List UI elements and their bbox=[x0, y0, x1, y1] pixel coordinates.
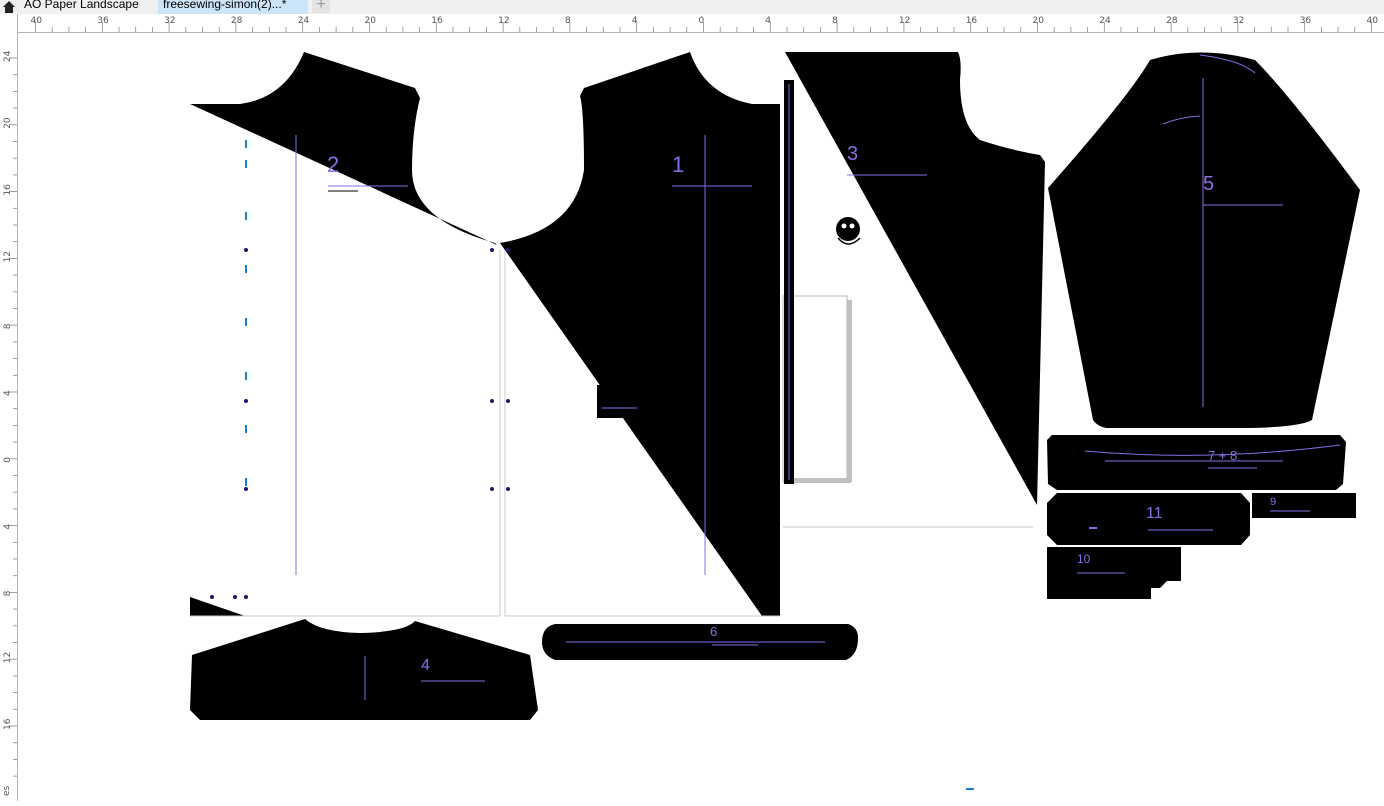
piece-3-back[interactable]: 3 bbox=[783, 52, 1045, 528]
document-tab-bar: AO Paper Landscape freesewing-simon(2)..… bbox=[0, 0, 1384, 14]
vertical-ruler-label: 12 bbox=[3, 652, 13, 663]
piece-9-sleeve-placket[interactable]: 9 bbox=[1252, 493, 1356, 518]
vertical-ruler-label: 16 bbox=[3, 718, 13, 730]
horizontal-ruler-label: 4 bbox=[765, 16, 771, 26]
vertical-ruler-label: 4 bbox=[3, 524, 13, 530]
piece-4-yoke[interactable]: 4 bbox=[190, 619, 538, 720]
horizontal-ruler-label: 24 bbox=[1099, 16, 1111, 26]
buttonhole-markers bbox=[210, 140, 510, 599]
drawing-canvas[interactable]: 2 1 bbox=[18, 32, 1384, 801]
horizontal-ruler-label: 28 bbox=[231, 16, 243, 26]
placket-strip[interactable] bbox=[784, 80, 794, 484]
horizontal-ruler-label: 20 bbox=[1033, 16, 1045, 26]
vertical-ruler-label: 20 bbox=[3, 117, 13, 129]
piece-10-sleeve-placket-underlap[interactable]: 10 bbox=[1047, 547, 1181, 599]
piece-10-label: 10 bbox=[1077, 552, 1091, 566]
tab-label: AO Paper Landscape bbox=[24, 0, 139, 11]
piece-11-label: 11 bbox=[1146, 505, 1163, 522]
piece-5-sleeve[interactable]: 5 bbox=[1048, 52, 1360, 429]
horizontal-ruler-label: 4 bbox=[632, 16, 638, 26]
vertical-ruler-label: 4 bbox=[3, 390, 13, 396]
horizontal-ruler-label: 8 bbox=[565, 16, 571, 26]
selection-marker bbox=[966, 788, 974, 790]
vertical-ruler[interactable]: 24 20 16 12 8 4 0 4 8 12 16 es bbox=[0, 14, 18, 801]
tab-freesewing-simon[interactable]: freesewing-simon(2)...* bbox=[158, 0, 308, 14]
horizontal-ruler-label: 24 bbox=[298, 16, 310, 26]
vertical-ruler-label: 24 bbox=[3, 50, 13, 62]
horizontal-ruler-label: 40 bbox=[31, 16, 43, 26]
piece-7-8-cuff[interactable]: 7 + 8 bbox=[1047, 435, 1346, 490]
horizontal-ruler-label: 40 bbox=[1367, 16, 1379, 26]
plus-icon: + bbox=[316, 0, 326, 13]
piece-5-label: 5 bbox=[1203, 173, 1214, 195]
home-icon bbox=[3, 1, 15, 13]
horizontal-ruler-label: 0 bbox=[699, 16, 705, 26]
piece-2-label: 2 bbox=[327, 152, 339, 177]
piece-1-front-right[interactable]: 1 bbox=[500, 52, 780, 617]
piece-9-label: 9 bbox=[1270, 496, 1276, 508]
piece-1-label: 1 bbox=[672, 152, 684, 177]
piece-11-collar-stand[interactable]: 11 bbox=[1047, 493, 1250, 545]
horizontal-ruler-label: 16 bbox=[431, 16, 443, 26]
piece-7-8-label: 7 + 8 bbox=[1208, 448, 1237, 463]
freesewing-skull-logo-icon bbox=[836, 217, 861, 245]
vertical-ruler-label: 12 bbox=[3, 251, 13, 262]
horizontal-ruler-label: 32 bbox=[1233, 16, 1244, 26]
horizontal-ruler-label: 32 bbox=[164, 16, 175, 26]
vertical-ruler-label: 8 bbox=[3, 323, 13, 329]
piece-3-label: 3 bbox=[847, 143, 858, 165]
horizontal-ruler-label: 20 bbox=[365, 16, 377, 26]
horizontal-ruler-label: 16 bbox=[966, 16, 978, 26]
vertical-ruler-unit: es bbox=[2, 785, 12, 796]
piece-6-label: 6 bbox=[710, 624, 717, 639]
horizontal-ruler-label: 36 bbox=[1300, 16, 1312, 26]
tab-label: freesewing-simon(2)...* bbox=[163, 0, 287, 11]
tab-ao-paper-landscape[interactable]: AO Paper Landscape bbox=[0, 0, 158, 14]
page-outline bbox=[782, 295, 852, 483]
horizontal-ruler-label: 12 bbox=[498, 16, 509, 26]
horizontal-ruler-label: 8 bbox=[832, 16, 838, 26]
new-tab-button[interactable]: + bbox=[312, 0, 330, 13]
piece-6-collar[interactable]: 6 bbox=[542, 624, 858, 660]
vertical-ruler-label: 8 bbox=[3, 590, 13, 596]
piece-2-back-left[interactable]: 2 bbox=[190, 52, 501, 617]
horizontal-ruler-label: 36 bbox=[97, 16, 109, 26]
vertical-ruler-label: 16 bbox=[3, 184, 13, 196]
horizontal-ruler-label: 12 bbox=[899, 16, 910, 26]
vertical-ruler-label: 0 bbox=[3, 457, 13, 463]
piece-4-label: 4 bbox=[421, 657, 430, 674]
horizontal-ruler-label: 28 bbox=[1166, 16, 1178, 26]
